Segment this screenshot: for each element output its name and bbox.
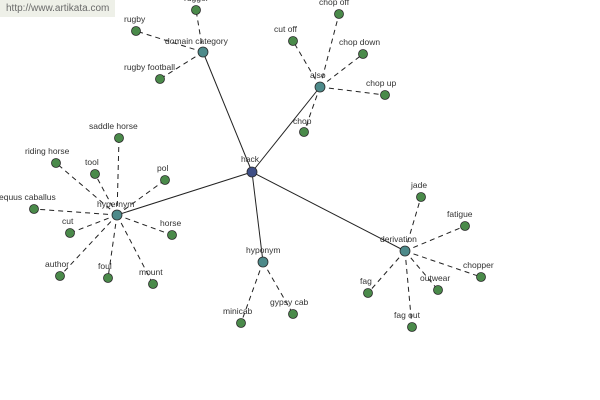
edge-root-hyponym xyxy=(251,171,264,263)
relation-label-derivation: derivation xyxy=(380,234,417,244)
edge-hypernym-riding-horse xyxy=(55,162,118,216)
edge-hypernym-author xyxy=(59,214,118,277)
leaf-label-rugby-football: rugby football xyxy=(124,62,175,72)
leaf-label-equus-caballus: equus caballus xyxy=(0,192,56,202)
graph-nodes: hack domain category rugby rugby football ru… xyxy=(0,0,494,332)
leaf-label-fag-out: fag out xyxy=(394,310,421,320)
leaf-node-author[interactable] xyxy=(55,271,65,281)
leaf-label-minicab: minicab xyxy=(223,306,253,316)
leaf-node-fag-out[interactable] xyxy=(407,322,417,332)
edge-also-chop xyxy=(303,86,321,133)
graph-edges xyxy=(33,9,482,328)
edge-also-chop-off xyxy=(319,13,340,88)
leaf-node-rugby[interactable] xyxy=(131,26,141,36)
relation-label-hypernym: hypernym xyxy=(97,199,134,209)
edge-hypernym-mount xyxy=(116,214,154,285)
edge-derivation-outwear xyxy=(404,250,439,291)
leaf-node-mount[interactable] xyxy=(148,279,158,289)
edge-derivation-fag xyxy=(367,250,406,294)
edge-root-derivation xyxy=(251,171,406,252)
leaf-node-cut-off[interactable] xyxy=(288,36,298,46)
leaf-label-mount: mount xyxy=(139,267,163,277)
edge-derivation-jade xyxy=(404,196,422,252)
leaf-label-fatigue: fatigue xyxy=(447,209,473,219)
edge-hypernym-tool xyxy=(94,173,118,216)
edge-derivation-fatigue xyxy=(404,225,466,252)
edge-also-chop-down xyxy=(319,53,364,88)
leaf-label-outwear: outwear xyxy=(420,273,450,283)
leaf-label-jade: jade xyxy=(410,180,427,190)
edge-derivation-fag-out xyxy=(404,250,413,328)
source-watermark: http://www.artikata.com xyxy=(0,0,116,17)
leaf-node-fatigue[interactable] xyxy=(460,221,470,231)
edge-also-cut-off xyxy=(292,40,321,88)
edge-hypernym-horse xyxy=(116,214,173,236)
leaf-label-riding-horse: riding horse xyxy=(25,146,70,156)
relation-node-derivation[interactable] xyxy=(399,245,411,257)
edge-domain-rugby xyxy=(135,30,204,53)
leaf-node-horse[interactable] xyxy=(167,230,177,240)
leaf-label-chop-up: chop up xyxy=(366,78,397,88)
leaf-node-chop-down[interactable] xyxy=(358,49,368,59)
leaf-node-riding-horse[interactable] xyxy=(51,158,61,168)
relation-node-hypernym[interactable] xyxy=(111,209,123,221)
leaf-label-cut: cut xyxy=(62,216,74,226)
leaf-node-rugby-football[interactable] xyxy=(155,74,165,84)
edge-hypernym-equus-caballus xyxy=(33,208,118,216)
leaf-label-author: author xyxy=(45,259,69,269)
leaf-node-jade[interactable] xyxy=(416,192,426,202)
edge-root-also xyxy=(251,86,321,173)
leaf-node-outwear[interactable] xyxy=(433,285,443,295)
leaf-node-chop-up[interactable] xyxy=(380,90,390,100)
leaf-label-gypsy-cab: gypsy cab xyxy=(270,297,309,307)
leaf-node-foul[interactable] xyxy=(103,273,113,283)
edge-root-domain xyxy=(202,51,253,173)
root-node[interactable] xyxy=(246,166,258,178)
leaf-node-saddle-horse[interactable] xyxy=(114,133,124,143)
edge-derivation-chopper xyxy=(404,250,482,278)
leaf-label-chop: chop xyxy=(293,116,312,126)
edge-hypernym-saddle-horse xyxy=(116,137,120,216)
leaf-node-cut[interactable] xyxy=(65,228,75,238)
root-node-label: hack xyxy=(241,154,260,164)
edge-hyponym-gypsy-cab xyxy=(262,261,294,315)
leaf-label-rugger: rugger xyxy=(184,0,209,3)
edge-root-hypernym xyxy=(116,171,253,216)
leaf-node-chopper[interactable] xyxy=(476,272,486,282)
leaf-label-pol: pol xyxy=(157,163,168,173)
leaf-node-fag[interactable] xyxy=(363,288,373,298)
leaf-label-tool: tool xyxy=(85,157,99,167)
leaf-label-chop-off: chop off xyxy=(319,0,350,7)
relation-label-also: also xyxy=(310,70,326,80)
edge-also-chop-up xyxy=(319,86,386,96)
leaf-node-equus-caballus[interactable] xyxy=(29,204,39,214)
leaf-node-chop[interactable] xyxy=(299,127,309,137)
leaf-node-pol[interactable] xyxy=(160,175,170,185)
relation-node-domain[interactable] xyxy=(197,46,209,58)
edge-hyponym-minicab xyxy=(240,261,264,324)
leaf-label-horse: horse xyxy=(160,218,182,228)
edge-hypernym-cut xyxy=(69,214,118,234)
leaf-label-cut-off: cut off xyxy=(274,24,298,34)
leaf-node-gypsy-cab[interactable] xyxy=(288,309,298,319)
leaf-label-chop-down: chop down xyxy=(339,37,380,47)
leaf-node-rugger[interactable] xyxy=(191,5,201,15)
relation-node-hyponym[interactable] xyxy=(257,256,269,268)
relation-label-domain: domain category xyxy=(165,36,229,46)
leaf-node-minicab[interactable] xyxy=(236,318,246,328)
leaf-label-fag: fag xyxy=(360,276,372,286)
edge-hypernym-pol xyxy=(116,179,166,216)
leaf-label-rugby: rugby xyxy=(124,14,146,24)
leaf-node-tool[interactable] xyxy=(90,169,100,179)
relation-node-also[interactable] xyxy=(314,81,326,93)
leaf-label-foul: foul xyxy=(98,261,112,271)
leaf-node-chop-off[interactable] xyxy=(334,9,344,19)
leaf-label-chopper: chopper xyxy=(463,260,494,270)
leaf-label-saddle-horse: saddle horse xyxy=(89,121,138,131)
relation-label-hyponym: hyponym xyxy=(246,245,281,255)
edge-domain-rugger xyxy=(195,9,204,53)
edge-hypernym-foul xyxy=(107,214,118,279)
